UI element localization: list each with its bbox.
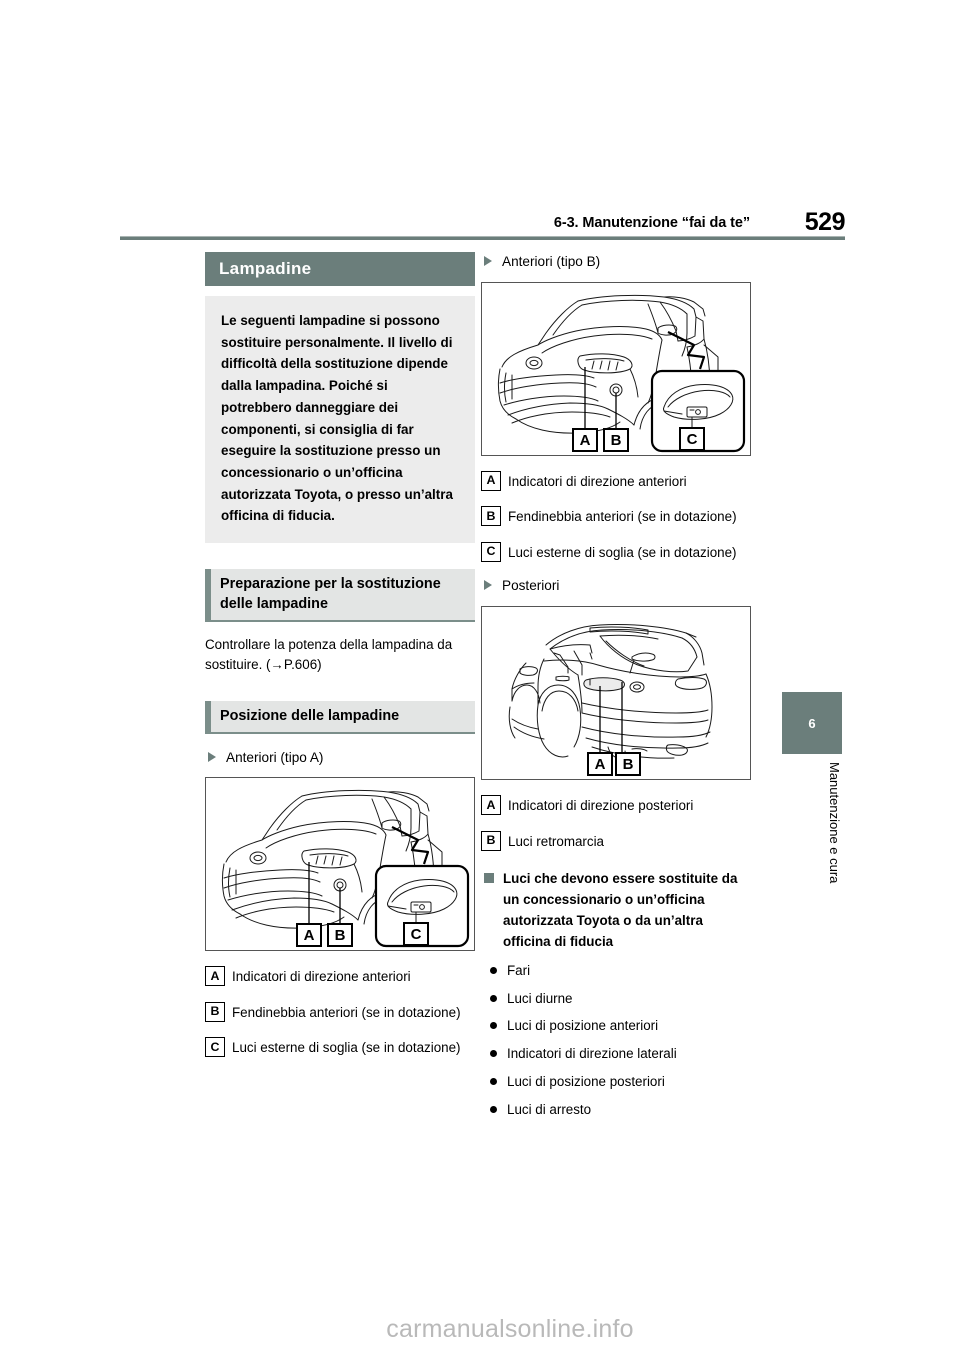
front-vehicle-type-a-figure: A B C (205, 777, 475, 952)
list-item: A Indicatori di direzione anteriori (481, 470, 751, 492)
rear-vehicle-illustration: A B (508, 624, 713, 777)
subheading-tick-mark (205, 701, 211, 732)
bullet-label: Luci diurne (507, 990, 573, 1006)
subheading-preparazione-label: Preparazione per la sostituzione delle l… (220, 576, 441, 613)
callout-badge: B (481, 830, 501, 851)
list-item: Luci di posizione posteriori (481, 1073, 751, 1092)
callout-badge: A (205, 966, 225, 987)
round-bullet-icon (490, 966, 497, 974)
callout-text: Fendinebbia anteriori (se in dotazione) (232, 1004, 461, 1020)
bullet-label: Indicatori di direzione laterali (507, 1046, 677, 1062)
svg-text:A: A (580, 432, 591, 449)
svg-text:A: A (304, 927, 315, 944)
header-divider (120, 236, 845, 240)
list-item: B Luci retromarcia (481, 830, 751, 852)
bullet-label: Luci di posizione anteriori (507, 1018, 659, 1034)
subheading-tick-mark (205, 569, 211, 620)
round-bullet-icon (490, 1022, 497, 1030)
figure-caption-label: Posteriori (502, 578, 560, 594)
callout-badge: B (205, 1001, 225, 1022)
round-bullet-icon (490, 994, 497, 1002)
page-title: 6-3. Manutenzione “fai da te” (553, 215, 750, 231)
figure-caption-posteriori: Posteriori (481, 576, 751, 596)
bullet-label: Luci di posizione posteriori (507, 1073, 665, 1089)
list-item: A Indicatori di direzione posteriori (481, 795, 751, 816)
callout-text: Indicatori di direzione anteriori (508, 473, 687, 489)
footer-watermark: carmanualsonline.info (386, 1315, 634, 1343)
list-item: Luci di posizione anteriori (481, 1017, 751, 1036)
round-bullet-icon (490, 1105, 497, 1113)
callout-text: Indicatori di direzione anteriori (232, 969, 411, 985)
svg-text:C: C (411, 926, 422, 943)
list-item: Fari (481, 962, 751, 981)
list-item: Luci diurne (481, 990, 751, 1009)
subheading-posizione-label: Posizione delle lampadine (220, 708, 400, 725)
svg-text:A: A (595, 756, 606, 773)
svg-text:B: B (335, 927, 346, 944)
triangle-bullet-icon (208, 751, 216, 762)
figure-caption-anteriori-tipo-b: Anteriori (tipo B) (481, 252, 751, 272)
svg-text:B: B (611, 432, 622, 449)
rear-vehicle-figure: A B (481, 606, 751, 781)
list-item: C Luci esterne di soglia (se in dotazion… (481, 541, 751, 563)
page-number: 529 (804, 208, 846, 236)
warning-callout-box: Le seguenti lampadine si possono sostitu… (205, 296, 475, 544)
square-bullet-heading-label: Luci che devono essere sostituite da un … (503, 871, 738, 949)
callout-badge: C (481, 541, 501, 562)
square-bullet-icon (484, 873, 494, 884)
svg-text:C: C (687, 431, 698, 448)
paragraph-controllare-potenza: Controllare la potenza della lampadina d… (205, 636, 453, 673)
figure-caption-anteriori-tipo-a: Anteriori (tipo A) (205, 748, 475, 768)
callout-text: Luci esterne di soglia (se in dotazione) (232, 1040, 461, 1056)
triangle-bullet-icon (484, 580, 492, 591)
left-column: Lampadine Le seguenti lampadine si posso… (205, 252, 475, 1058)
chapter-title-vertical: Manutenzione e cura (827, 762, 842, 884)
callout-text: Indicatori di direzione posteriori (508, 798, 694, 814)
bullet-label: Luci di arresto (507, 1101, 592, 1117)
callout-badge: C (205, 1037, 225, 1058)
list-item: C Luci esterne di soglia (se in dotazion… (205, 1037, 475, 1058)
list-item: A Indicatori di direzione anteriori (205, 966, 475, 987)
callout-text: Luci esterne di soglia (se in dotazione) (508, 544, 737, 560)
subheading-posizione: Posizione delle lampadine (205, 701, 475, 734)
list-item: Luci di arresto (481, 1101, 751, 1120)
callout-badge: A (481, 470, 501, 491)
section-heading-lampadine: Lampadine (205, 252, 475, 286)
chapter-number-tab: 6 (782, 692, 842, 754)
svg-text:B: B (623, 756, 634, 773)
round-bullet-icon (490, 1050, 497, 1058)
callout-text: Fendinebbia anteriori (se in dotazione) (508, 509, 737, 525)
list-item: B Fendinebbia anteriori (se in dotazione… (481, 506, 751, 527)
triangle-bullet-icon (484, 256, 492, 266)
front-vehicle-type-b-figure: A B C (481, 281, 751, 456)
figure-caption-label: Anteriori (tipo A) (226, 749, 324, 765)
list-item: Indicatori di direzione laterali (481, 1045, 751, 1064)
callout-badge: A (481, 795, 501, 815)
square-bullet-heading: Luci che devono essere sostituite da un … (481, 869, 751, 953)
list-item: B Fendinebbia anteriori (se in dotazione… (205, 1001, 475, 1023)
round-bullet-icon (490, 1077, 497, 1085)
front-vehicle-type-a-illustration: A B C (222, 790, 470, 948)
right-column: Anteriori (tipo B) (481, 252, 751, 1119)
callout-badge: B (481, 506, 501, 527)
front-vehicle-type-b-illustration: A B C (498, 294, 746, 452)
page-header: 6-3. Manutenzione “fai da te” 529 (120, 200, 846, 240)
figure-caption-label: Anteriori (tipo B) (502, 254, 601, 269)
subheading-preparazione: Preparazione per la sostituzione delle l… (205, 569, 475, 622)
chapter-number: 6 (808, 715, 816, 731)
callout-text: Luci retromarcia (508, 833, 604, 849)
bullet-label: Fari (507, 962, 531, 978)
